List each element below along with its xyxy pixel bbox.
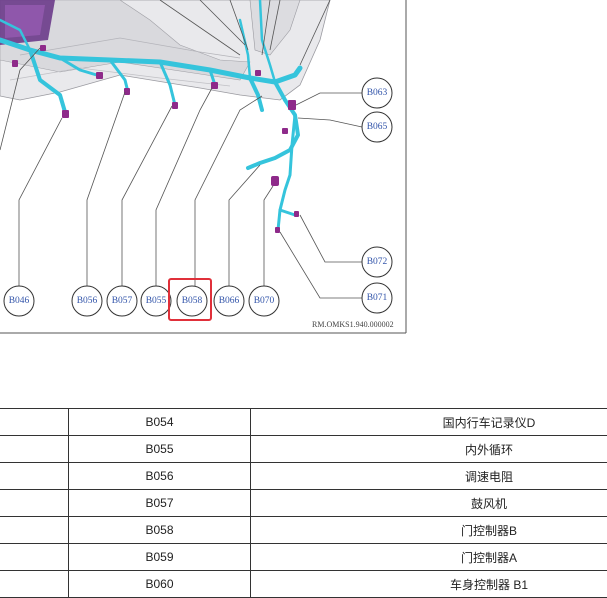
table-row: B056 调速电阻	[0, 463, 607, 490]
connector-name: 车身控制器 B1	[251, 571, 607, 598]
table-cell-blank	[0, 544, 69, 571]
table-row: B060 车身控制器 B1	[0, 571, 607, 598]
callout-label: B057	[112, 296, 133, 306]
callout-B057: B057	[107, 286, 137, 316]
connector-code: B057	[69, 490, 251, 517]
callout-B055: B055	[141, 286, 171, 316]
callout-B056: B056	[72, 286, 102, 316]
callout-B046: B046	[4, 286, 34, 316]
callout-B065: B065	[362, 112, 392, 142]
callout-label: B066	[219, 296, 240, 306]
callout-label: B071	[367, 293, 388, 303]
connector-code: B055	[69, 436, 251, 463]
callout-label: B065	[367, 122, 388, 132]
diagram-reference: RM.OMKS1.940.000002	[312, 320, 394, 329]
connector-table: B054 国内行车记录仪D B055 内外循环 B056 调速电阻 B057 鼓…	[0, 408, 607, 598]
connector-name: 国内行车记录仪D	[251, 409, 607, 436]
table-row: B057 鼓风机	[0, 490, 607, 517]
wiring-harness-diagram: B046 B056 B057 B055 B058 B066 B070 B063 …	[0, 0, 607, 340]
connector-code: B060	[69, 571, 251, 598]
callout-label: B055	[146, 296, 167, 306]
connector-code: B058	[69, 517, 251, 544]
table-row: B058 门控制器B	[0, 517, 607, 544]
connector-code: B056	[69, 463, 251, 490]
callout-label: B058	[182, 296, 203, 306]
connector-code: B054	[69, 409, 251, 436]
callout-B058: B058	[169, 279, 211, 320]
connector-code: B059	[69, 544, 251, 571]
table-cell-blank	[0, 571, 69, 598]
connector-name: 调速电阻	[251, 463, 607, 490]
table-cell-blank	[0, 409, 69, 436]
connector-name: 门控制器A	[251, 544, 607, 571]
table-row: B054 国内行车记录仪D	[0, 409, 607, 436]
connector-name: 门控制器B	[251, 517, 607, 544]
table-cell-blank	[0, 517, 69, 544]
callout-B063: B063	[362, 78, 392, 108]
table-cell-blank	[0, 463, 69, 490]
callout-label: B046	[9, 296, 30, 306]
connector-name: 鼓风机	[251, 490, 607, 517]
connector-name: 内外循环	[251, 436, 607, 463]
callout-B072: B072	[362, 247, 392, 277]
table-cell-blank	[0, 436, 69, 463]
callout-label: B063	[367, 88, 388, 98]
callout-label: B056	[77, 296, 98, 306]
callout-B071: B071	[362, 283, 392, 313]
callout-label: B070	[254, 296, 275, 306]
table-row: B055 内外循环	[0, 436, 607, 463]
callout-B070: B070	[249, 286, 279, 316]
table-cell-blank	[0, 490, 69, 517]
table-row: B059 门控制器A	[0, 544, 607, 571]
callout-B066: B066	[214, 286, 244, 316]
callout-label: B072	[367, 257, 388, 267]
